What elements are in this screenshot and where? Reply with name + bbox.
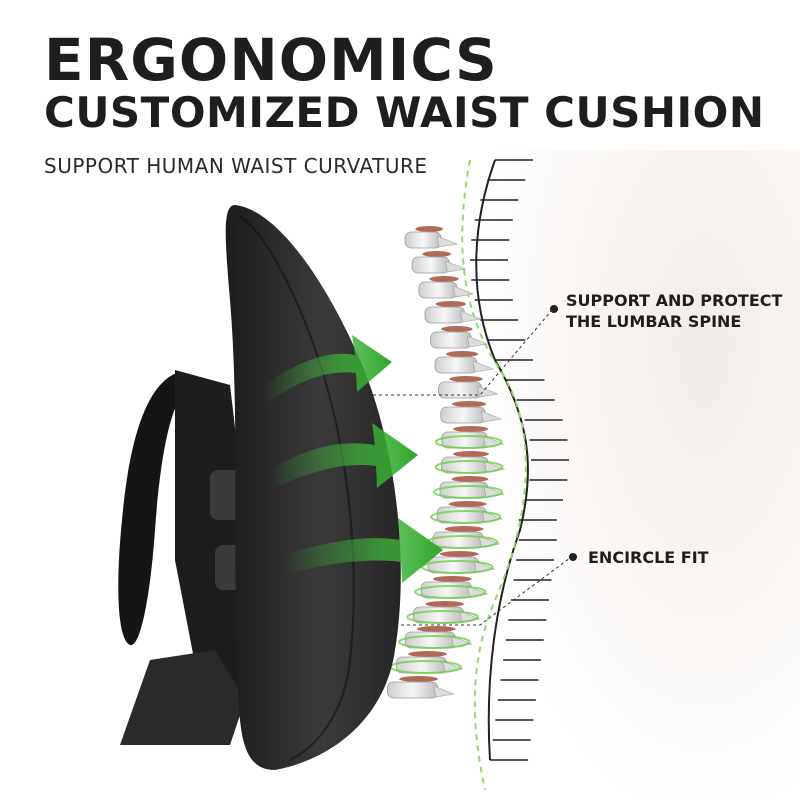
vertebra [434,426,505,449]
vertebra [430,501,504,524]
vertebra [387,676,455,699]
headline-title: ERGONOMICS [44,26,498,94]
callout-lumbar-support: SUPPORT AND PROTECT THE LUMBAR SPINE [566,290,782,332]
lumbar-spine [387,226,506,699]
callout-lumbar-support-line1: SUPPORT AND PROTECT [566,291,783,310]
callout-lumbar-support-line2: THE LUMBAR SPINE [566,312,742,331]
callout-dot-2 [569,553,577,561]
headline-subtitle: SUPPORT HUMAN WAIST CURVATURE [44,154,428,178]
vertebra [434,351,495,374]
vertebra [432,476,506,499]
vertebra [440,401,503,424]
vertebra [406,601,481,624]
callout-dot-1 [550,305,558,313]
vertebra [425,526,501,549]
vertebra [411,251,467,274]
spine-curve-line [461,159,527,791]
callout-leaders [355,309,571,626]
headline-product-name: CUSTOMIZED WAIST CUSHION [44,88,765,137]
vertebra [398,626,473,649]
body-silhouette-background [480,150,800,800]
vertebra [430,326,489,349]
vertebra [404,226,459,249]
support-arrows [265,335,443,583]
vertebra [414,576,489,599]
vertebra [424,301,482,324]
vertebra [389,651,464,674]
vertebra [438,376,499,399]
back-ruler [470,159,570,761]
vertebra [421,551,496,574]
cushion-seam [237,214,355,761]
vertebra [418,276,475,299]
vertebra [434,451,506,474]
callout-encircle-fit: ENCIRCLE FIT [588,547,709,568]
lumbar-cushion [225,205,401,770]
callout-encircle-fit-line1: ENCIRCLE FIT [588,548,709,567]
cushion-strap [118,372,190,646]
